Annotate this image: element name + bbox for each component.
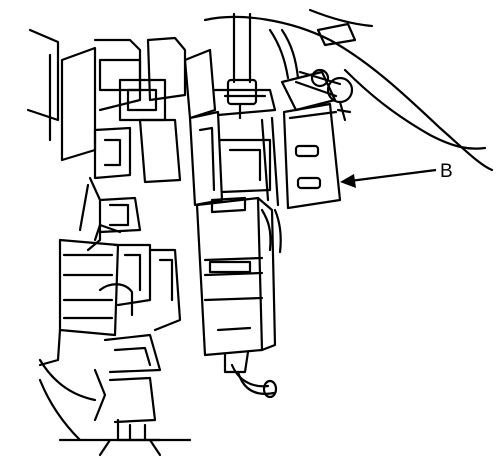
central-bracket <box>183 48 277 207</box>
top-cable <box>226 12 300 120</box>
bolt-fastener <box>294 68 354 122</box>
body-panel-contour <box>203 8 494 172</box>
lower-frame <box>38 378 192 457</box>
left-assembly <box>26 28 187 442</box>
control-module <box>195 196 278 399</box>
wiring <box>260 116 282 254</box>
bracket-b <box>280 70 342 210</box>
callout-b-label: B <box>440 161 453 182</box>
callout-b-arrow <box>340 168 437 188</box>
